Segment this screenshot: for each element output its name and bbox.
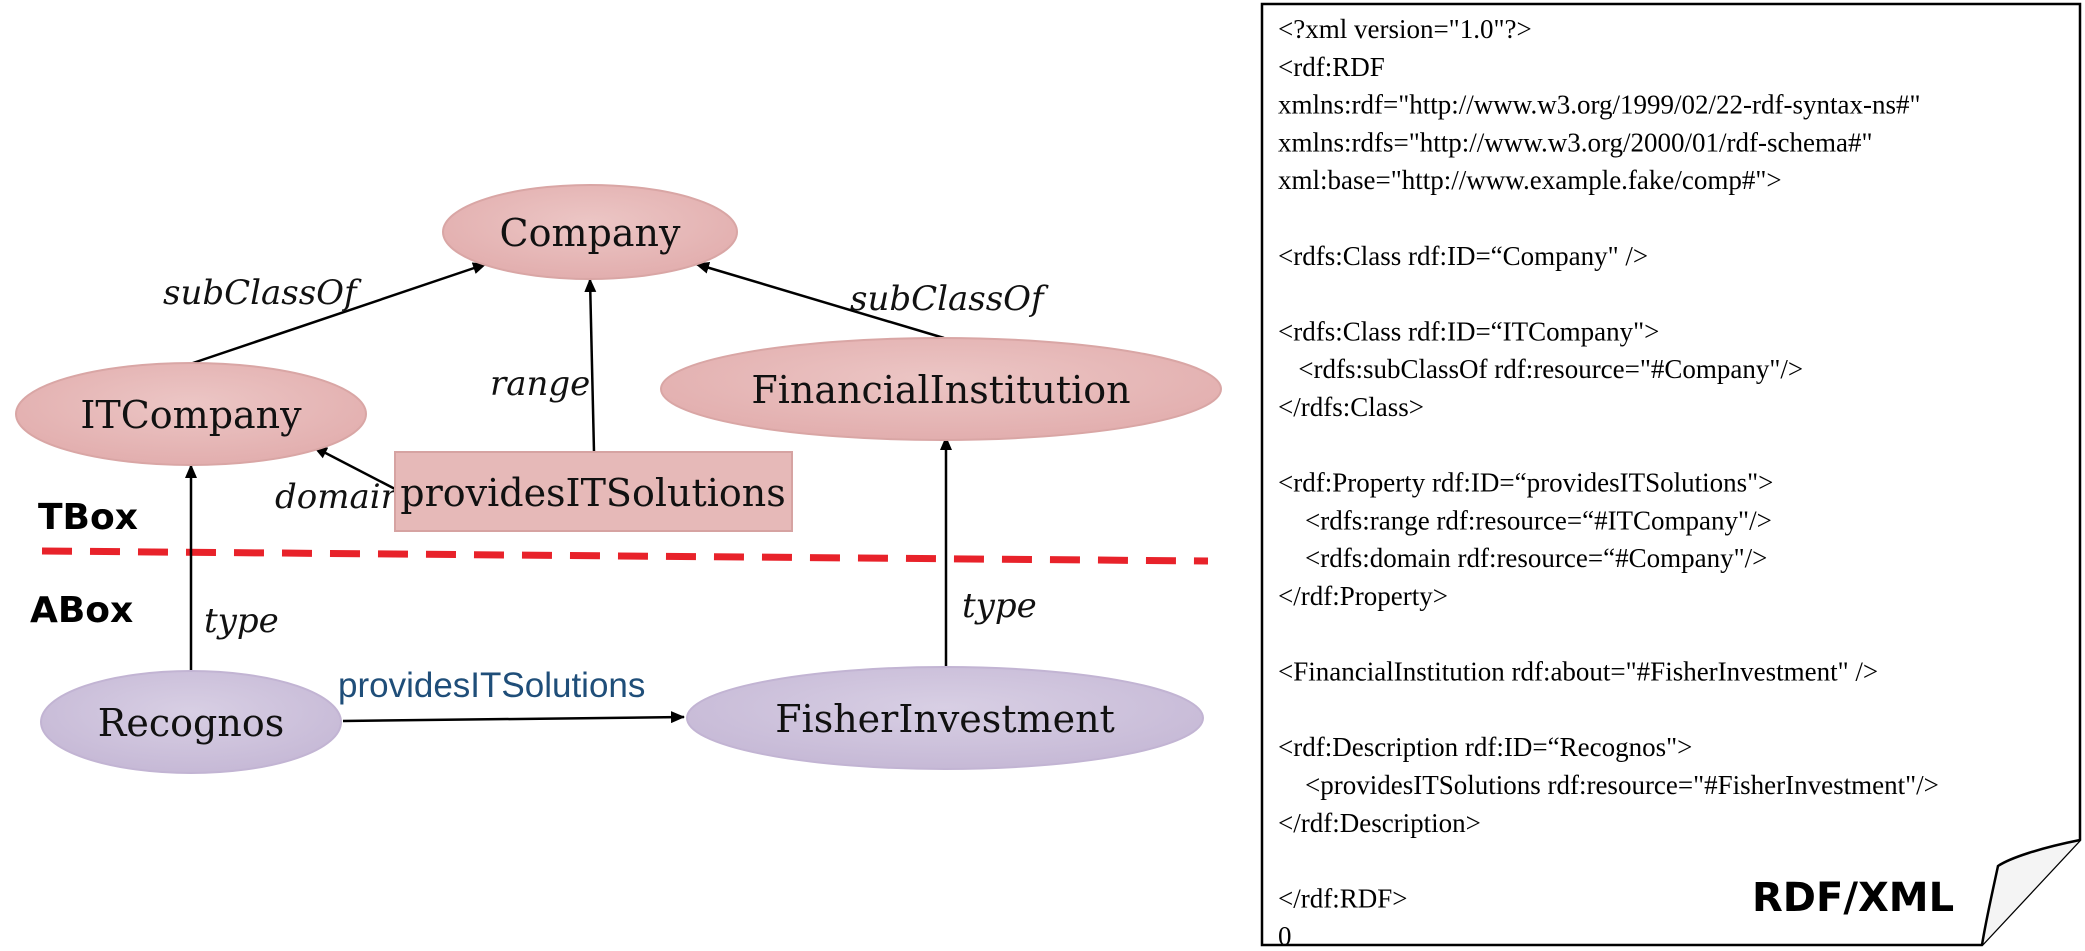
subclassof-left-label: subClassOf: [163, 273, 362, 313]
abox-provides-label: providesITSolutions: [338, 666, 645, 705]
node-financial-institution: [660, 337, 1222, 441]
node-recognos: [40, 670, 342, 774]
edge-financial-subclassof-company: [695, 261, 945, 340]
page-curl-icon: [1980, 838, 2081, 946]
code-line: xmlns:rdf="http://www.w3.org/1999/02/22-…: [1278, 90, 1920, 120]
node-company: [442, 184, 738, 280]
node-financial-institution-label: FinancialInstitution: [751, 368, 1130, 412]
edge-property-domain: [313, 445, 398, 492]
code-line: <rdf:Description rdf:ID=“Recognos">: [1278, 732, 1692, 762]
code-line: 0: [1278, 921, 1292, 951]
edge-recognos-provides-fisher: [342, 711, 685, 724]
edge-itcompany-subclassof-company: [189, 262, 487, 366]
subclassof-right-label: subClassOf: [850, 279, 1049, 319]
code-line: </rdf:Property>: [1278, 581, 1448, 611]
node-fisher-investment-label: FisherInvestment: [775, 697, 1115, 741]
node-property: [394, 451, 793, 532]
code-line: <rdfs:domain rdf:resource=“#Company"/>: [1278, 543, 1767, 573]
node-recognos-label: Recognos: [98, 701, 284, 745]
code-line: </rdfs:Class>: [1278, 392, 1424, 422]
tbox-abox-separator: [41, 547, 1209, 565]
code-line: </rdf:Description>: [1278, 808, 1481, 838]
node-itcompany: [15, 362, 367, 466]
range-label: range: [490, 364, 590, 404]
node-company-label: Company: [500, 211, 681, 255]
xml-code-block: <?xml version="1.0"?> <rdf:RDF xmlns:rdf="…: [1278, 14, 1939, 951]
type-right-label: type: [962, 586, 1037, 626]
node-property-label: providesITSolutions: [400, 471, 785, 515]
code-line: <FinancialInstitution rdf:about="#Fisher…: [1278, 657, 1878, 687]
type-left-label: type: [204, 601, 279, 641]
code-line: <rdfs:range rdf:resource=“#ITCompany"/>: [1278, 505, 1772, 535]
edge-property-range: [584, 278, 597, 453]
code-line: <providesITSolutions rdf:resource="#Fish…: [1278, 770, 1939, 800]
code-line: <?xml version="1.0"?>: [1278, 14, 1532, 44]
abox-label: ABox: [30, 590, 133, 631]
code-line: <rdfs:subClassOf rdf:resource="#Company"…: [1278, 354, 1803, 384]
node-itcompany-label: ITCompany: [80, 393, 302, 437]
code-line: <rdf:RDF: [1278, 52, 1385, 82]
code-line: xmlns:rdfs="http://www.w3.org/2000/01/rd…: [1278, 127, 1872, 157]
node-fisher-investment: [686, 666, 1204, 770]
code-line: xml:base="http://www.example.fake/comp#"…: [1278, 165, 1782, 195]
code-line: <rdf:Property rdf:ID=“providesITSolution…: [1278, 468, 1773, 498]
code-line: <rdfs:Class rdf:ID=“Company" />: [1278, 241, 1648, 271]
domain-label: domain: [275, 477, 403, 517]
code-line: </rdf:RDF>: [1278, 883, 1407, 913]
document-caption: RDF/XML: [1752, 875, 1954, 921]
code-line: <rdfs:Class rdf:ID=“ITCompany">: [1278, 316, 1659, 346]
tbox-label: TBox: [38, 497, 138, 538]
